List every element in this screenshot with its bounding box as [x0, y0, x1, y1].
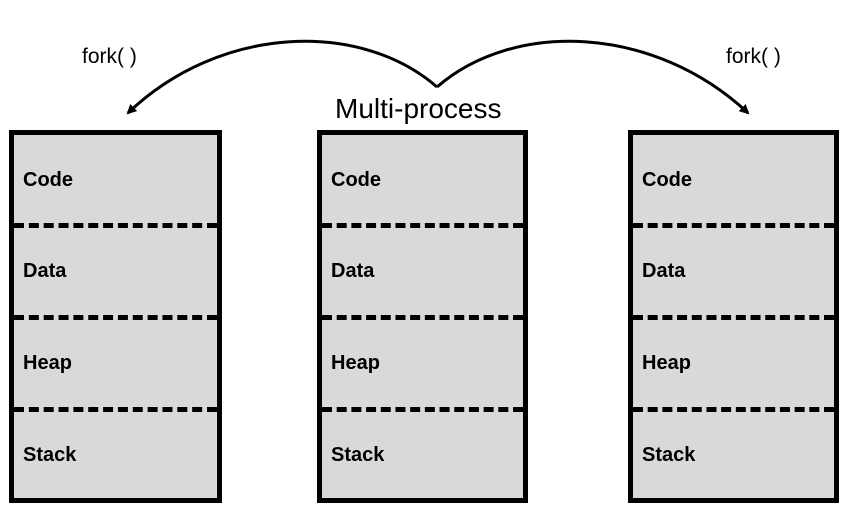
segment-label: Heap: [642, 352, 691, 374]
fork-arrow-right: [436, 39, 750, 115]
segment-code: Code: [633, 135, 834, 226]
segment-label: Data: [331, 259, 375, 282]
segment-heap: Heap: [633, 315, 834, 407]
segment-code: Code: [322, 135, 523, 226]
segment-heap: Heap: [14, 315, 217, 407]
segment-stack: Stack: [322, 407, 523, 498]
segment-label: Heap: [331, 352, 380, 374]
segment-stack: Stack: [633, 407, 834, 498]
segment-label: Stack: [331, 443, 385, 466]
fork-label-right: fork( ): [726, 45, 781, 68]
segment-data: Data: [633, 223, 834, 314]
fork-label-left: fork( ): [82, 45, 137, 68]
process-left: Code Data Heap Stack: [9, 130, 222, 503]
fork-arrow-left: [126, 39, 438, 115]
segment-label: Code: [23, 169, 73, 191]
segment-data: Data: [14, 223, 217, 314]
segment-data: Data: [322, 223, 523, 314]
segment-code: Code: [14, 135, 217, 226]
segment-label: Data: [642, 259, 686, 282]
segment-label: Stack: [23, 443, 77, 466]
segment-heap: Heap: [322, 315, 523, 407]
diagram-title: Multi-process: [335, 93, 502, 124]
segment-label: Code: [331, 169, 381, 191]
segment-stack: Stack: [14, 407, 217, 498]
segment-label: Stack: [642, 443, 696, 466]
segment-label: Heap: [23, 352, 72, 374]
segment-label: Code: [642, 169, 692, 191]
process-center: Code Data Heap Stack: [317, 130, 528, 503]
segment-label: Data: [23, 259, 67, 282]
process-right: Code Data Heap Stack: [628, 130, 839, 503]
